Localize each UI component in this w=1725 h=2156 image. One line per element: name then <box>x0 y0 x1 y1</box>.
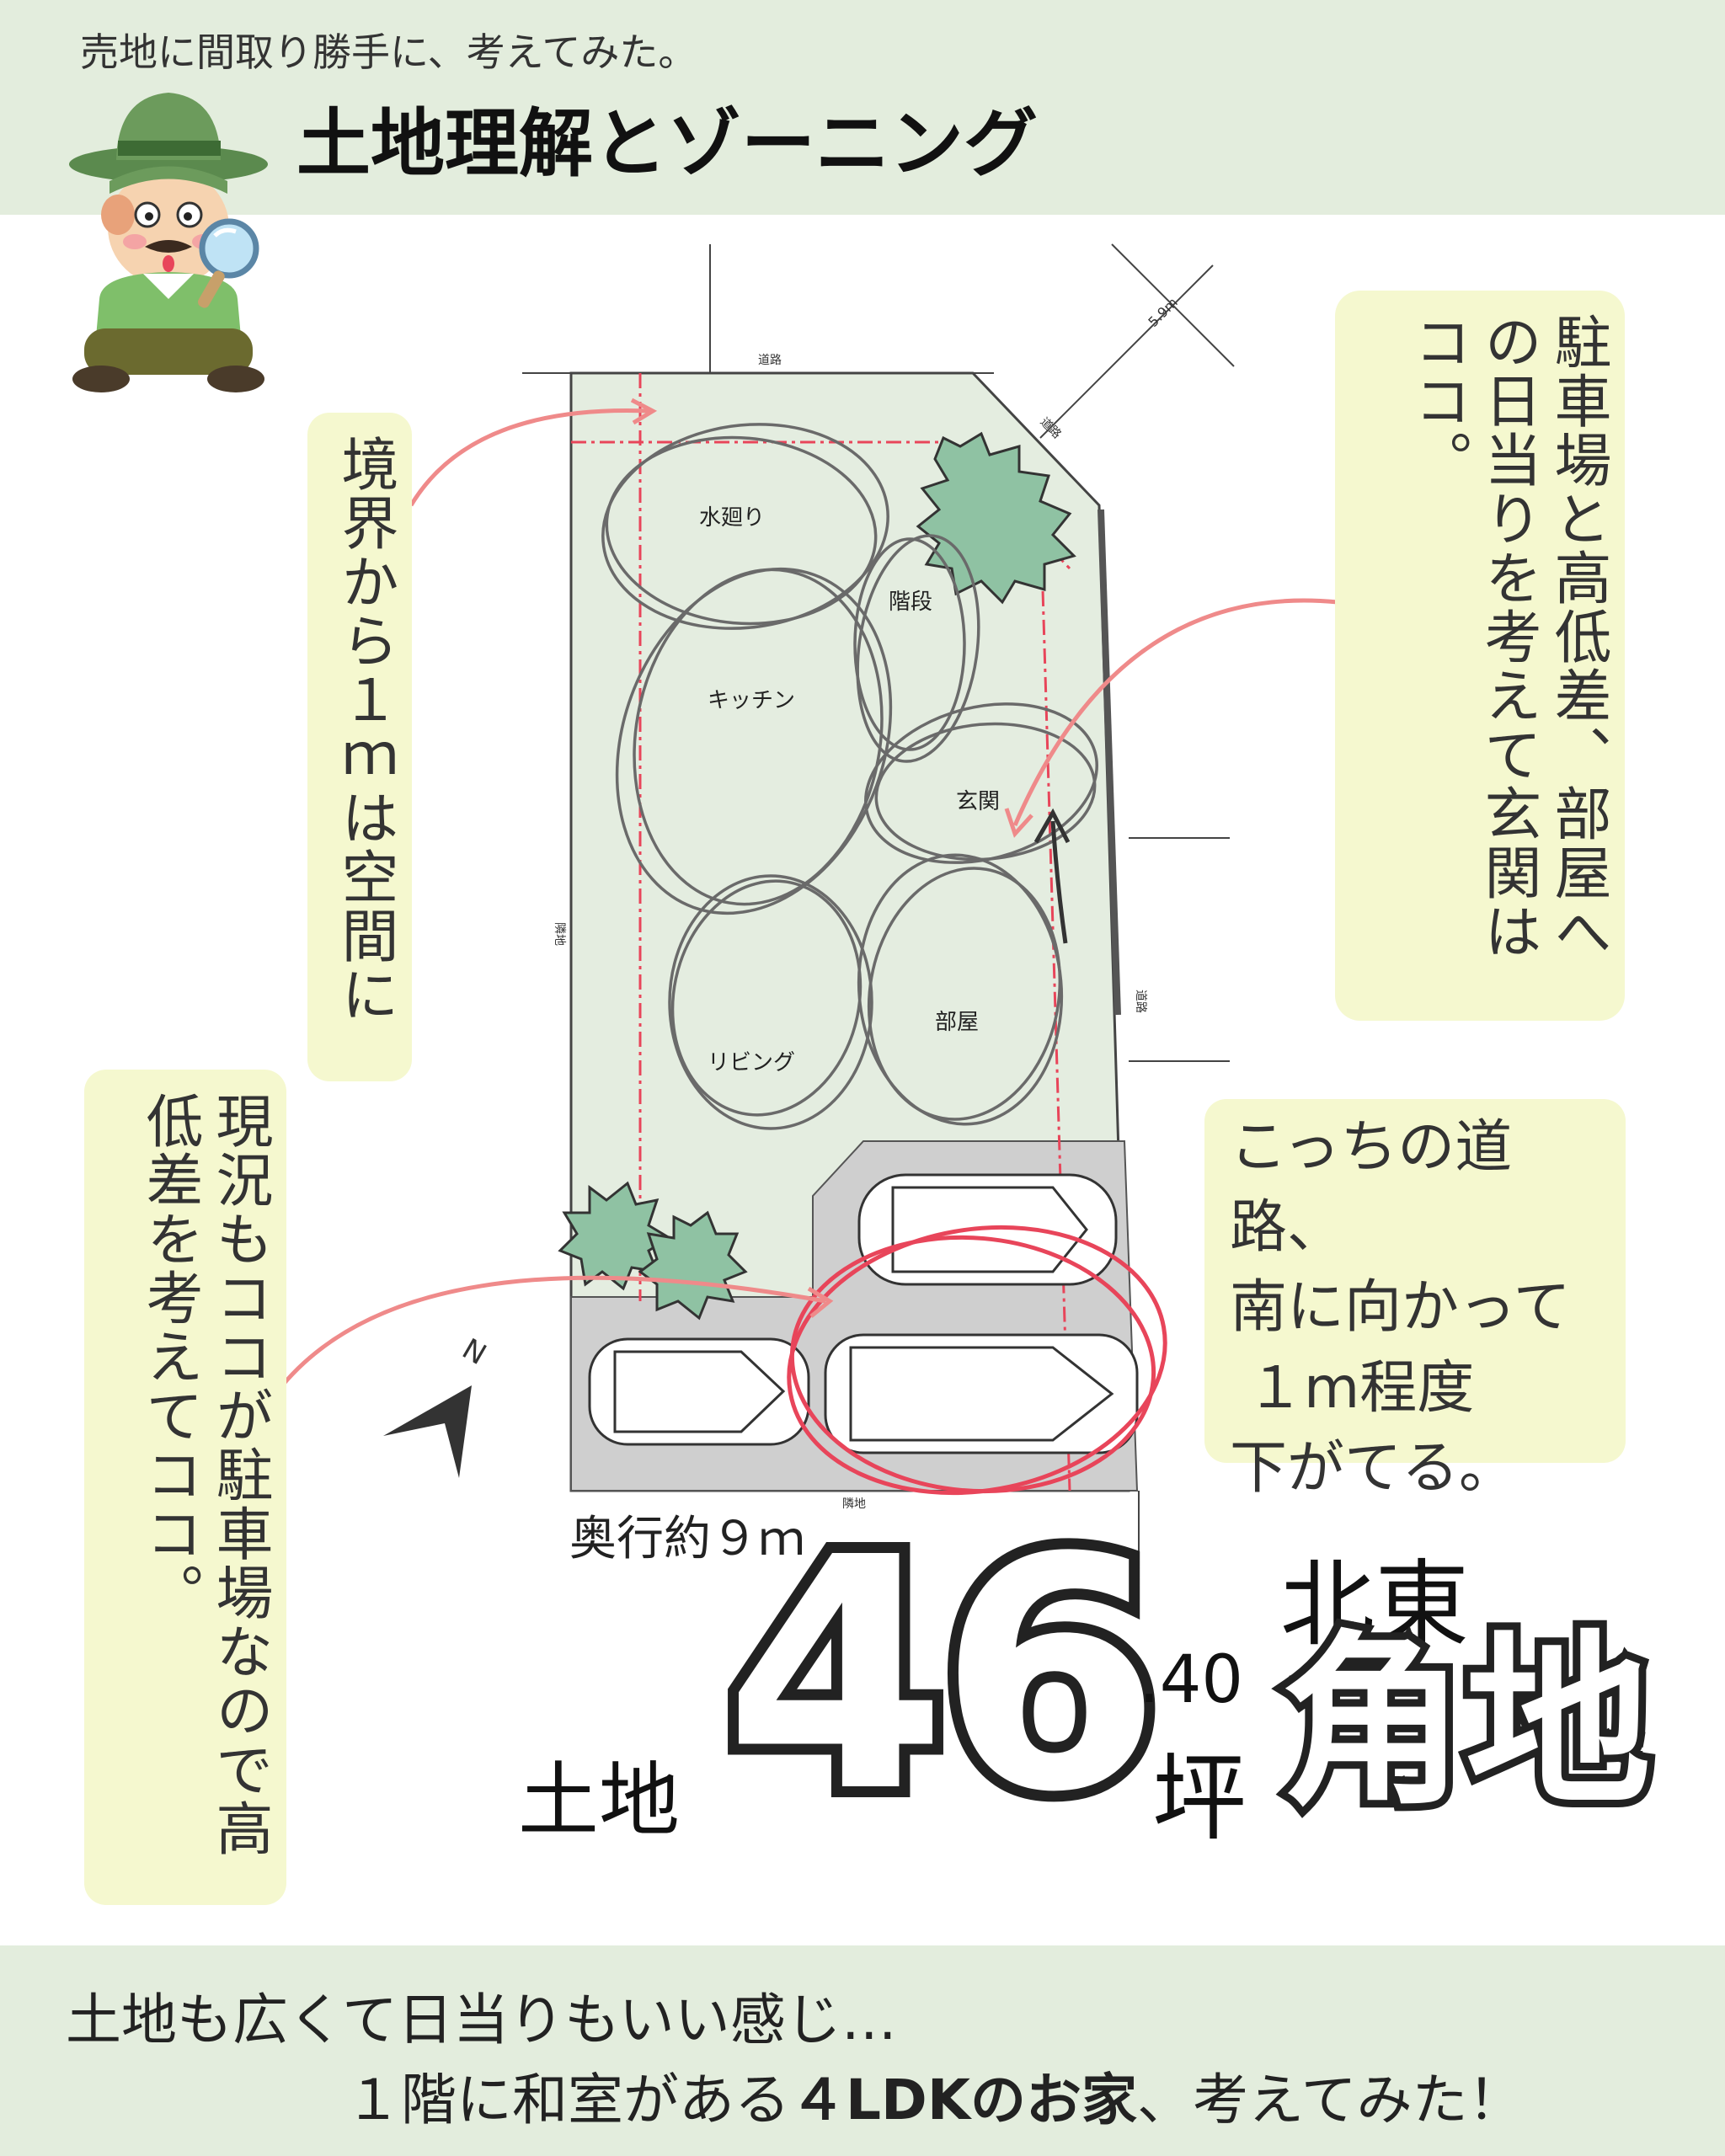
annotation-arrows <box>259 398 1338 1417</box>
land-label: 土地 <box>518 1753 680 1848</box>
north-arrow-icon: N <box>383 1332 492 1478</box>
car-icon <box>588 1173 1139 1454</box>
neighbor-bottom-label: 隣地 <box>842 1497 866 1511</box>
footer-line2: １階に和室がある４LDKのお家、考えてみた！ <box>345 2055 1524 2136</box>
corner-lot-label: 角地 <box>1273 1614 1658 1830</box>
tree-icon <box>558 431 1076 1321</box>
footer-line2-bold: ４LDKのお家 <box>790 2068 1137 2132</box>
header-title: 土地理解とゾーニング <box>296 100 1039 187</box>
zone-room-label: 部屋 <box>935 1010 979 1035</box>
note-road-slope-line1: こっちの道路、 <box>1230 1114 1513 1262</box>
area-unit: 坪 <box>1152 1744 1247 1854</box>
road-width-label: 5.9m <box>1145 294 1180 329</box>
detective-mascot-icon <box>69 93 268 392</box>
neighbor-left-label: 隣地 <box>553 922 566 946</box>
note-boundary: 境界から１ｍは空間に <box>307 413 412 1081</box>
zone-entrance-label: 玄関 <box>956 789 1000 814</box>
zone-stairs-label: 階段 <box>889 590 932 615</box>
note-road-slope-line3: １m程度 <box>1247 1354 1475 1422</box>
zone-water-label: 水廻り <box>699 505 765 531</box>
road-top-label: 道路 <box>758 354 782 367</box>
footer-line2-pre: １階に和室がある <box>345 2068 790 2132</box>
footer-band <box>0 1945 1725 2156</box>
note-road-slope: こっちの道路、 南に向かって １m程度 下がてる。 <box>1204 1099 1626 1502</box>
zoning-circles <box>601 423 1098 1130</box>
note-road-slope-line4: 下がてる。 <box>1230 1434 1517 1502</box>
parking-highlight-circle <box>787 1225 1167 1496</box>
area-integer: 46 <box>713 1489 1172 1862</box>
footer-line1: 土地も広くて日当りもいい感じ… <box>66 1988 897 2052</box>
approach-arrow-icon <box>1033 808 1071 944</box>
header-band <box>0 0 1725 215</box>
direction-label: 北東 <box>1280 1550 1469 1660</box>
zone-living-label: リビング <box>708 1050 795 1075</box>
footer-line2-post: 、考えてみた！ <box>1136 2068 1524 2132</box>
svg-text:N: N <box>457 1332 492 1372</box>
road-right-label: 道路 <box>1134 990 1147 1013</box>
note-road-slope-line2: 南に向かって <box>1230 1274 1571 1342</box>
area-decimal: .40 <box>1139 1642 1244 1718</box>
note-parking: 現況もココが駐車場なので高低差を考えてココ。 <box>84 1070 286 1905</box>
zone-kitchen-label: キッチン <box>708 688 795 713</box>
header-subtitle: 売地に間取り勝手に、考えてみた。 <box>80 29 697 75</box>
depth-label: 奥行約９ｍ <box>569 1512 805 1566</box>
note-entrance: 駐車場と高低差、部屋への日当りを考えて玄関はココ。 <box>1335 291 1625 1021</box>
